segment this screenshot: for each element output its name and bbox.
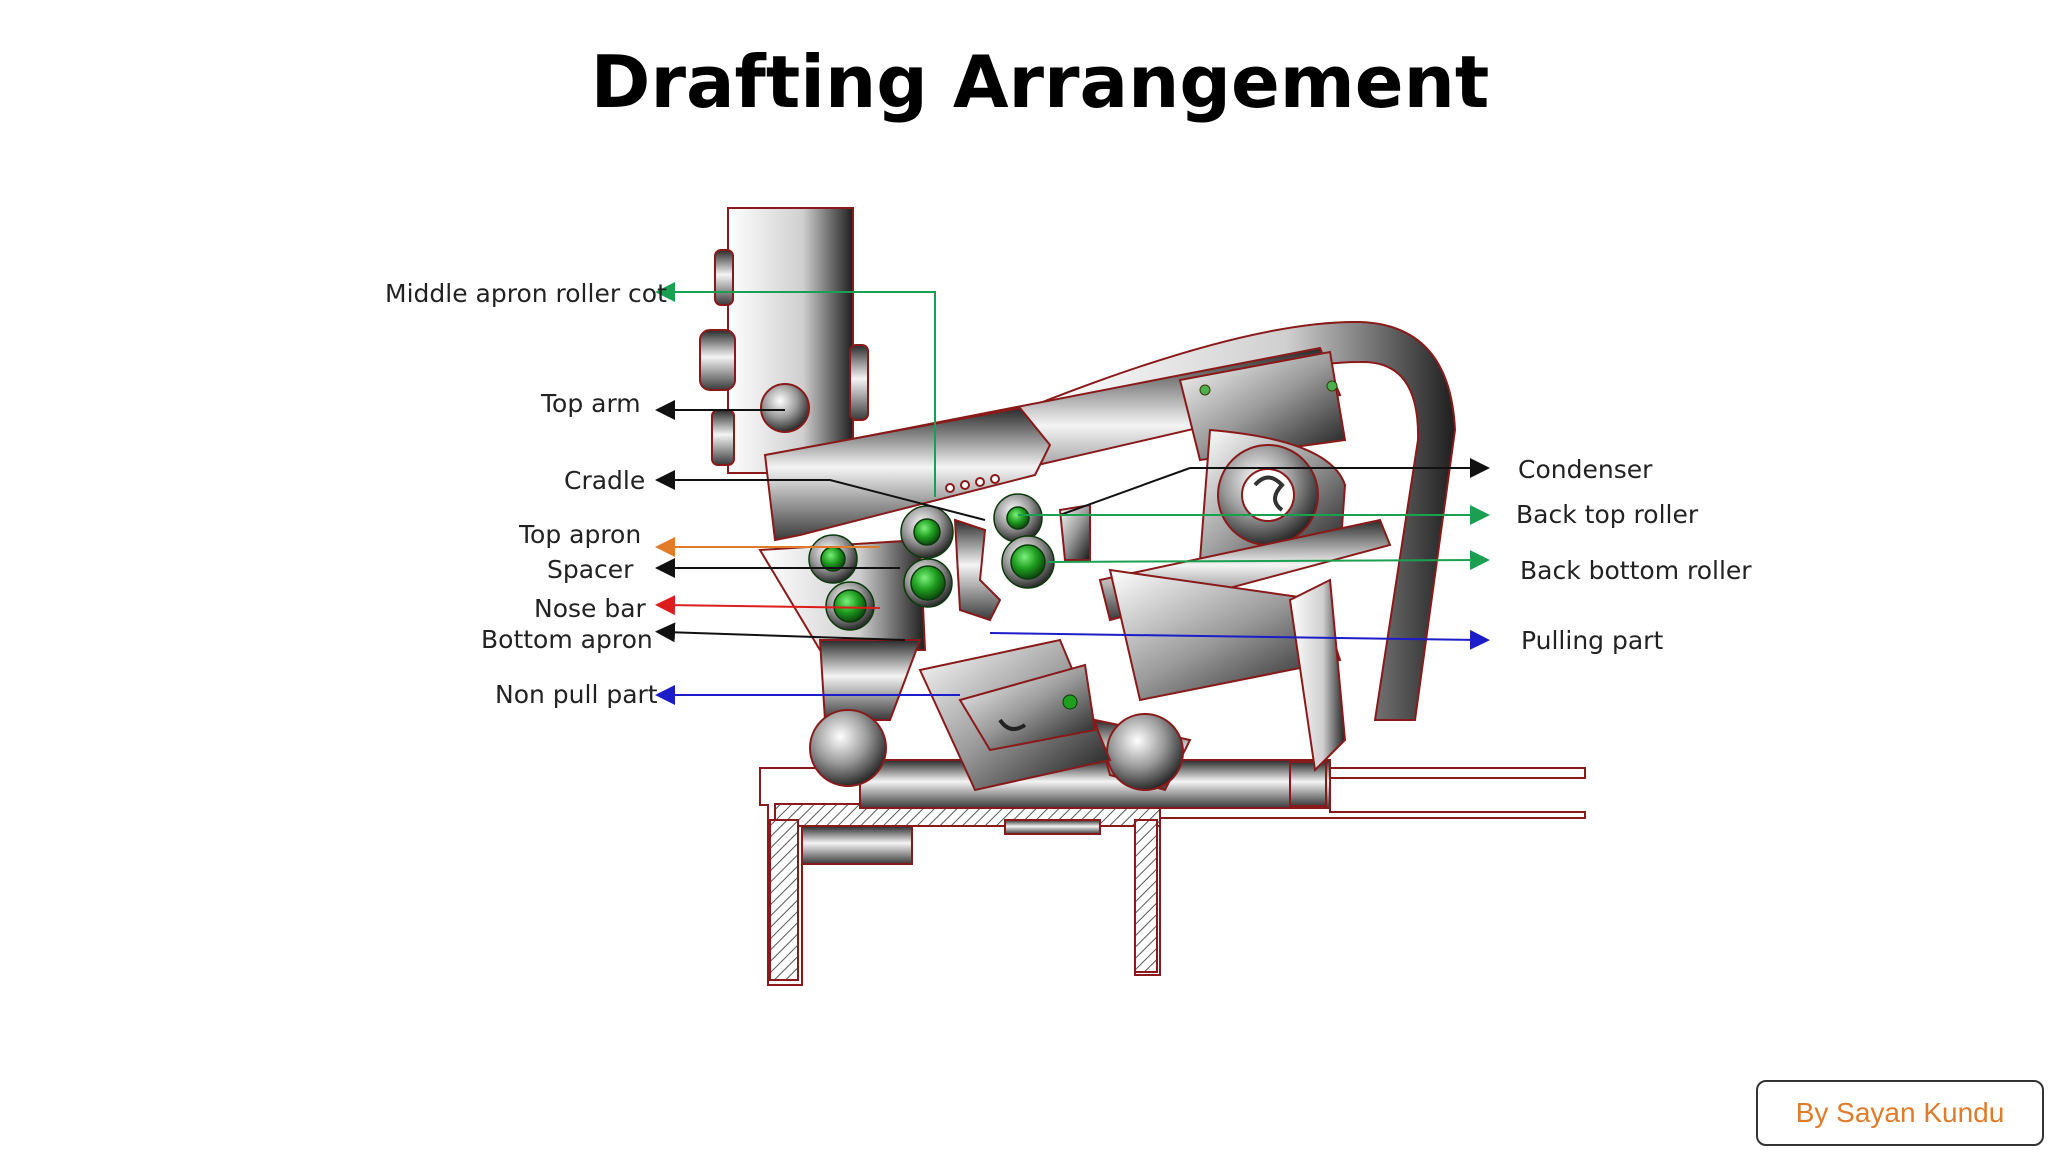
label-middle-apron-roller-cot: Middle apron roller cot (385, 279, 667, 308)
leader-nose-bar (655, 595, 881, 616)
label-top-arm: Top arm (541, 389, 641, 418)
leader-condenser-tail (1059, 467, 1191, 516)
label-bottom-apron: Bottom apron (481, 625, 653, 654)
left-block (699, 207, 869, 474)
cradle (763, 406, 1052, 542)
leader-back-bottom-roller (1047, 550, 1490, 571)
leader-middle-apron-roller-cot (655, 282, 936, 497)
credit-text: By Sayan Kundu (1795, 1097, 2005, 1128)
label-back-top-roller: Back top roller (1516, 500, 1699, 529)
condenser-part (1198, 428, 1347, 570)
label-non-pull-part: Non pull part (495, 680, 658, 709)
lower-linkage (758, 503, 1392, 792)
label-pulling-part: Pulling part (1521, 626, 1664, 655)
leader-bottom-apron (655, 622, 906, 643)
machine-drawing (699, 207, 1586, 986)
credit-box: By Sayan Kundu (1756, 1080, 2044, 1146)
label-condenser: Condenser (1518, 455, 1653, 484)
label-top-apron: Top apron (519, 520, 642, 549)
label-nose-bar: Nose bar (534, 594, 646, 623)
base-frame (759, 759, 1586, 986)
slide-title: Drafting Arrangement (590, 40, 1490, 124)
label-back-bottom-roller: Back bottom roller (1520, 556, 1752, 585)
label-spacer: Spacer (547, 555, 634, 584)
leader-lines (655, 282, 1490, 705)
leader-pulling-part (989, 629, 1490, 650)
leader-cradle (655, 470, 986, 521)
label-cradle: Cradle (564, 466, 646, 495)
